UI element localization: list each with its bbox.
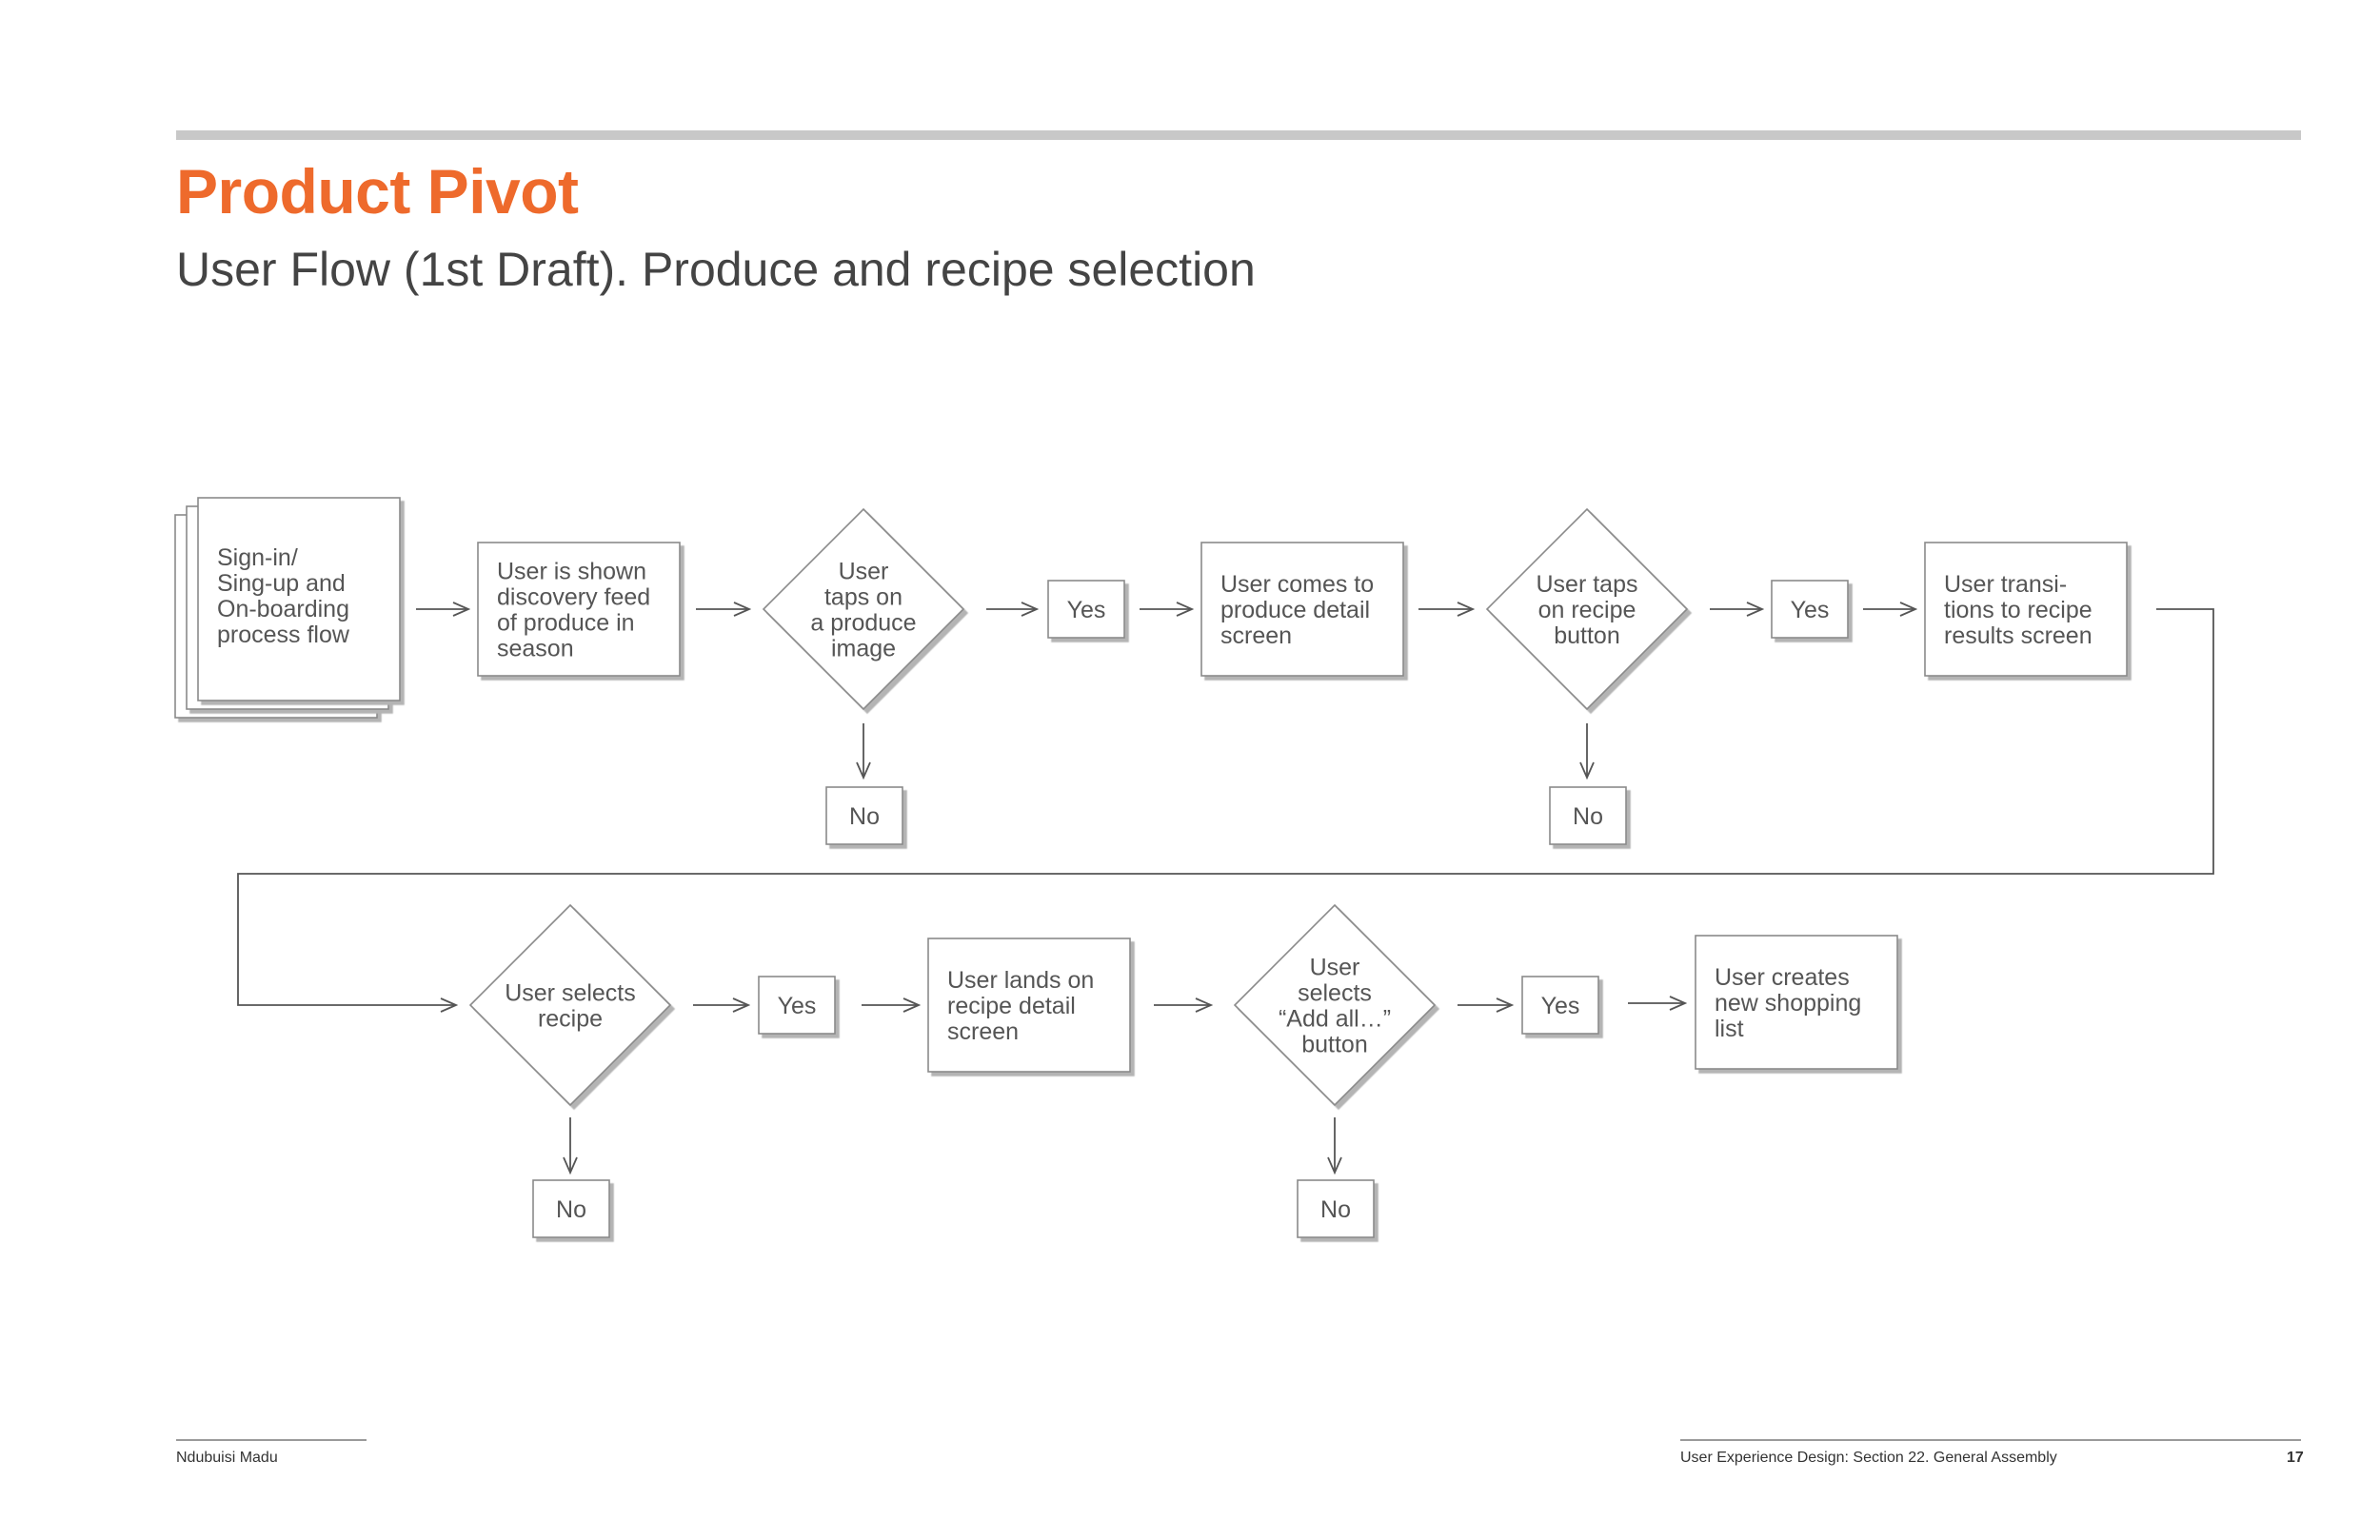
d2-text-line-0: User taps <box>1537 571 1638 598</box>
process-box <box>927 938 1131 1073</box>
recipe_results-text-line-2: results screen <box>1944 622 2092 649</box>
signin-text-line-3: process flow <box>217 622 350 648</box>
flow-node-no1: No <box>825 786 903 845</box>
decision-diamond <box>1233 903 1437 1107</box>
footer-left-rule <box>176 1439 367 1441</box>
label-box <box>1297 1179 1375 1238</box>
discovery-text-line-1: discovery feed <box>497 584 650 611</box>
yes1-text-line-0: Yes <box>1067 597 1106 623</box>
footer-author: Ndubuisi Madu <box>176 1450 278 1466</box>
d2-text-line-2: button <box>1554 622 1620 649</box>
no1-text-line-0: No <box>849 803 880 830</box>
d3-text-line-0: User selects <box>505 980 636 1007</box>
d1-text-line-1: taps on <box>824 584 902 611</box>
flow-node-yes4: Yes <box>1521 976 1599 1035</box>
flow-node-yes3: Yes <box>758 976 836 1035</box>
d4-text-line-1: selects <box>1298 980 1372 1007</box>
no2-text-line-0: No <box>1573 803 1603 830</box>
flow-node-yes1: Yes <box>1047 580 1125 639</box>
flow-node-no4: No <box>1297 1179 1375 1238</box>
produce_detail-text-line-1: produce detail <box>1220 597 1370 623</box>
process-box <box>477 542 681 677</box>
d1-text-line-0: User <box>839 559 889 585</box>
yes3-text-line-0: Yes <box>778 993 817 1019</box>
d1-text-line-2: a produce <box>810 610 916 637</box>
process-box <box>1924 542 2128 677</box>
page-subtitle: User Flow (1st Draft). Produce and recip… <box>176 243 1256 296</box>
process-box <box>1200 542 1404 677</box>
top-divider <box>176 130 2301 140</box>
footer-course: User Experience Design: Section 22. Gene… <box>1680 1450 2057 1466</box>
d2-text-line-1: on recipe <box>1538 597 1636 623</box>
connector-recipe-results-d3 <box>237 608 2214 1005</box>
label-box <box>1521 976 1599 1035</box>
footer-right-rule <box>1680 1439 2301 1441</box>
label-box <box>1549 786 1627 845</box>
label-box <box>1047 580 1125 639</box>
decision-diamond <box>1485 507 1689 711</box>
recipe_results-text-line-1: tions to recipe <box>1944 597 2092 623</box>
signin-text-line-1: Sing-up and <box>217 570 346 597</box>
document-shape <box>197 497 401 701</box>
produce_detail-text-line-2: screen <box>1220 622 1292 649</box>
page-title: Product Pivot <box>176 156 579 227</box>
label-box <box>1771 580 1849 639</box>
process-box <box>1695 935 1898 1070</box>
d4-text-line-0: User <box>1310 955 1360 981</box>
produce_detail-text-line-0: User comes to <box>1220 571 1374 598</box>
flow-node-no3: No <box>532 1179 610 1238</box>
label-box <box>825 786 903 845</box>
yes4-text-line-0: Yes <box>1541 993 1580 1019</box>
label-box <box>758 976 836 1035</box>
decision-diamond <box>762 507 965 711</box>
discovery-text-line-3: season <box>497 636 574 662</box>
signin-text-line-0: Sign-in/ <box>217 544 298 571</box>
label-box <box>532 1179 610 1238</box>
recipe_results-text-line-0: User transi- <box>1944 571 2067 598</box>
no4-text-line-0: No <box>1320 1196 1351 1223</box>
yes2-text-line-0: Yes <box>1791 597 1830 623</box>
d1-text-line-3: image <box>831 636 896 662</box>
recipe_detail-text-line-2: screen <box>947 1018 1019 1045</box>
d4-text-line-2: “Add all…” <box>1279 1006 1391 1033</box>
d3-text-line-1: recipe <box>538 1006 603 1033</box>
footer-page-number: 17 <box>2287 1450 2304 1466</box>
flow-node-no2: No <box>1549 786 1627 845</box>
no3-text-line-0: No <box>556 1196 586 1223</box>
decision-diamond <box>468 903 672 1107</box>
recipe_detail-text-line-1: recipe detail <box>947 993 1076 1019</box>
shopping_list-text-line-1: new shopping <box>1715 990 1861 1017</box>
signin-text-line-2: On-boarding <box>217 596 349 622</box>
shopping_list-text-line-2: list <box>1715 1016 1744 1042</box>
discovery-text-line-2: of produce in <box>497 610 635 637</box>
discovery-text-line-0: User is shown <box>497 559 646 585</box>
flow-node-yes2: Yes <box>1771 580 1849 639</box>
connectors <box>237 608 2214 1173</box>
recipe_detail-text-line-0: User lands on <box>947 967 1094 994</box>
d4-text-line-3: button <box>1301 1032 1368 1058</box>
shopping_list-text-line-0: User creates <box>1715 964 1850 991</box>
